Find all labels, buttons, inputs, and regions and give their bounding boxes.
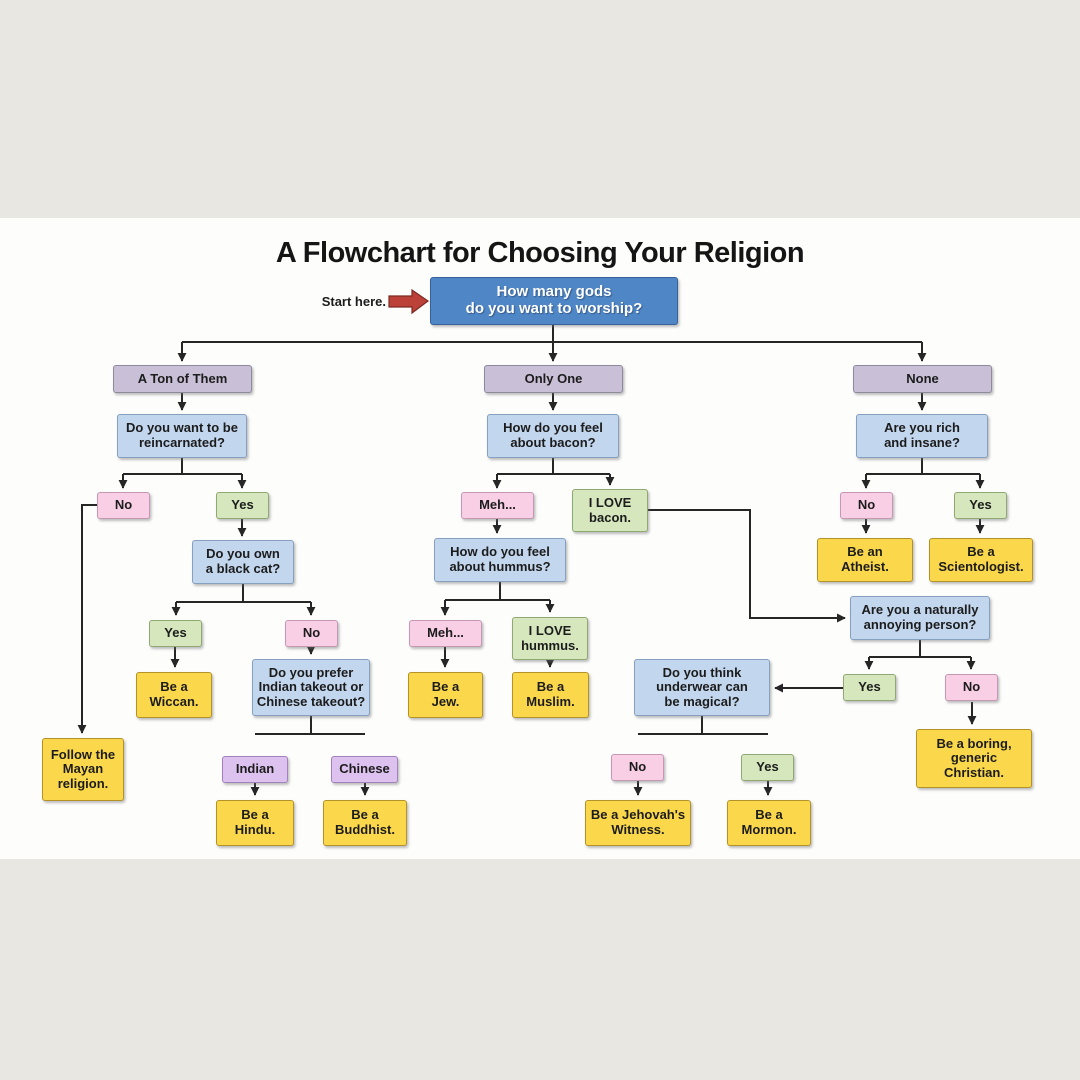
connector-group <box>77 325 985 796</box>
node-bacon-question: How do you feel about bacon? <box>487 414 619 458</box>
node-chinese-choice: Chinese <box>331 756 398 783</box>
node-annoying-question: Are you a naturally annoying person? <box>850 596 990 640</box>
node-black-cat-question: Do you own a black cat? <box>192 540 294 584</box>
node-rich-insane-question: Are you rich and insane? <box>856 414 988 458</box>
node-meh-hummus: Meh... <box>409 620 482 647</box>
node-jehovah-outcome: Be a Jehovah's Witness. <box>585 800 691 846</box>
node-meh-bacon: Meh... <box>461 492 534 519</box>
page-title: A Flowchart for Choosing Your Religion <box>275 237 805 269</box>
node-yes-reincarnated: Yes <box>216 492 269 519</box>
node-buddhist-outcome: Be a Buddhist. <box>323 800 407 846</box>
node-reincarnated-question: Do you want to be reincarnated? <box>117 414 247 458</box>
node-hummus-question: How do you feel about hummus? <box>434 538 566 582</box>
node-underwear-question: Do you think underwear can be magical? <box>634 659 770 716</box>
node-no-reincarnated: No <box>97 492 150 519</box>
node-no-black-cat: No <box>285 620 338 647</box>
node-none: None <box>853 365 992 393</box>
start-arrow-icon <box>388 288 430 315</box>
node-takeout-question: Do you prefer Indian takeout or Chinese … <box>252 659 370 716</box>
node-christian-outcome: Be a boring, generic Christian. <box>916 729 1032 788</box>
node-scientologist-outcome: Be a Scientologist. <box>929 538 1033 582</box>
node-muslim-outcome: Be a Muslim. <box>512 672 589 718</box>
node-a-ton-of-them: A Ton of Them <box>113 365 252 393</box>
node-no-rich: No <box>840 492 893 519</box>
node-only-one: Only One <box>484 365 623 393</box>
node-no-annoying: No <box>945 674 998 701</box>
node-yes-annoying: Yes <box>843 674 896 701</box>
node-yes-rich: Yes <box>954 492 1007 519</box>
node-start-question: How many gods do you want to worship? <box>430 277 678 325</box>
node-yes-underwear: Yes <box>741 754 794 781</box>
node-mormon-outcome: Be a Mormon. <box>727 800 811 846</box>
node-love-bacon: I LOVE bacon. <box>572 489 648 532</box>
node-yes-black-cat: Yes <box>149 620 202 647</box>
node-atheist-outcome: Be an Atheist. <box>817 538 913 582</box>
node-no-underwear: No <box>611 754 664 781</box>
node-wiccan-outcome: Be a Wiccan. <box>136 672 212 718</box>
node-jew-outcome: Be a Jew. <box>408 672 483 718</box>
node-indian-choice: Indian <box>222 756 288 783</box>
node-love-hummus: I LOVE hummus. <box>512 617 588 660</box>
node-hindu-outcome: Be a Hindu. <box>216 800 294 846</box>
start-here-label: Start here. <box>321 294 386 309</box>
node-mayan-outcome: Follow the Mayan religion. <box>42 738 124 801</box>
